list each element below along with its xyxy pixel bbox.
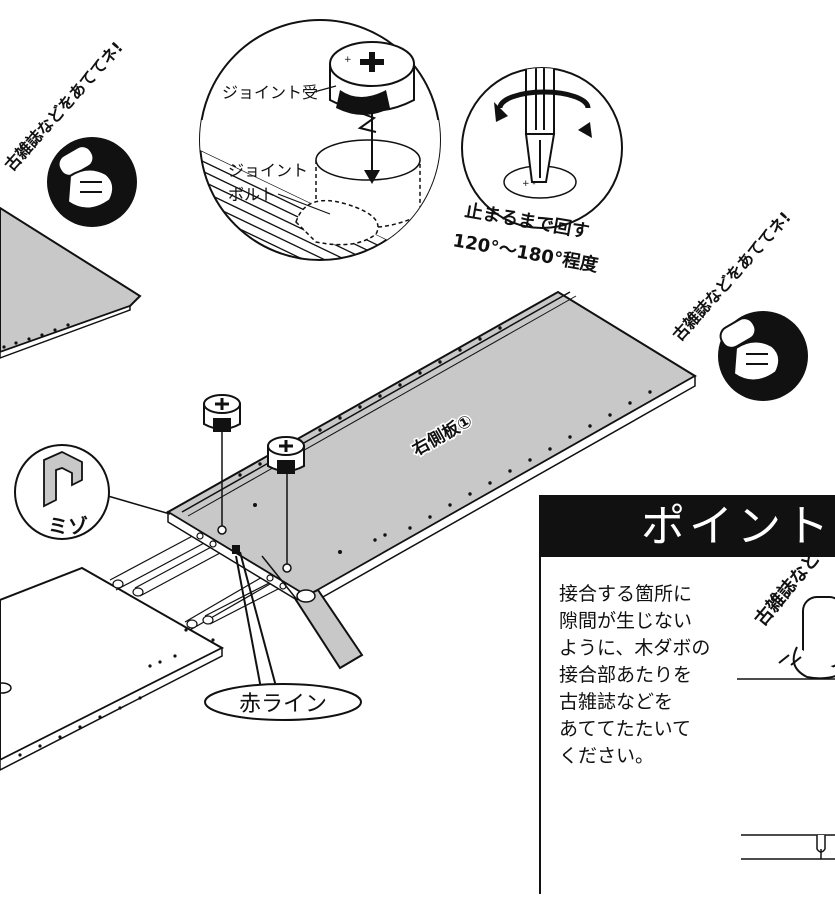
point-line: 接合する箇所に bbox=[559, 583, 693, 605]
right-side-panel bbox=[166, 290, 697, 608]
point-line: 接合部あたりを bbox=[559, 664, 693, 686]
mallet-bottom bbox=[261, 555, 364, 670]
point-line: あててたたいて bbox=[559, 718, 692, 740]
rotate-arrow-right-icon bbox=[578, 122, 592, 138]
point-line: ください。 bbox=[559, 745, 655, 767]
red-line-callout: 赤ライン bbox=[204, 551, 362, 721]
point-text: 接合する箇所に 隙間が生じない ように、木ダボの 接合部あたりを 古雑誌などを … bbox=[559, 581, 739, 770]
point-title: ポイント bbox=[541, 497, 835, 557]
groove-label: ミゾ bbox=[48, 514, 88, 538]
point-illustration: 古雑誌など bbox=[737, 547, 835, 860]
hammer-badge-right bbox=[718, 311, 808, 401]
hammer-badge-left bbox=[47, 137, 137, 227]
rotate-arrow-left-icon bbox=[494, 102, 508, 122]
point-line: ように、木ダボの bbox=[559, 637, 711, 659]
joint-bolt-label-1: ジョイント bbox=[228, 161, 308, 180]
joint-detail-circle: + ジョイント受 ジョイント ボルト bbox=[199, 19, 441, 261]
red-line-label: 赤ライン bbox=[239, 692, 327, 717]
joint-bolt-label-2: ボルト bbox=[228, 185, 276, 204]
joint-receiver-part-2 bbox=[267, 436, 305, 564]
joint-receiver-part-1 bbox=[203, 394, 241, 526]
screw-marks: + - bbox=[522, 179, 536, 189]
point-line: 古雑誌などを bbox=[559, 691, 674, 713]
point-line: 隙間が生じない bbox=[559, 610, 693, 632]
groove-callout: ミゾ bbox=[14, 444, 171, 540]
left-lower-panel bbox=[0, 566, 225, 771]
left-upper-panel bbox=[0, 206, 142, 359]
screwdriver-detail-circle: + - bbox=[461, 67, 623, 229]
point-box: ポイント 接合する箇所に 隙間が生じない ように、木ダボの 接合部あたりを 古雑… bbox=[539, 495, 835, 894]
plus-minus-mark: + bbox=[344, 55, 352, 65]
joint-receiver-label: ジョイント受 bbox=[222, 83, 318, 102]
